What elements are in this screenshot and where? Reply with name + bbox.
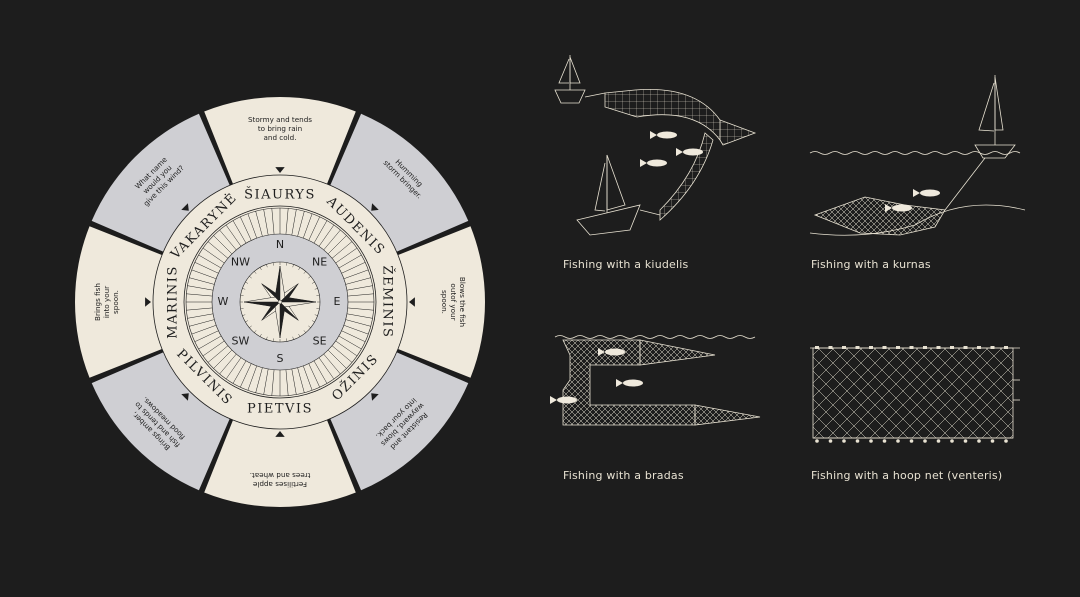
sector-marker <box>275 167 285 173</box>
compass-label: SW <box>231 335 249 348</box>
wind-sector <box>91 351 231 491</box>
wind-description-line: Blows the fish <box>458 277 467 327</box>
caption-kiudelis: Fishing with a kiudelis <box>563 258 689 271</box>
compass-label: SE <box>313 335 327 348</box>
sector-marker <box>145 297 151 307</box>
wind-name: ŽEMINIS <box>380 266 396 339</box>
sailboat-icon <box>554 55 586 104</box>
wind-sector <box>204 97 356 186</box>
wind-description-line: Stormy and tends <box>248 115 312 124</box>
kurnas-illustration <box>809 75 1026 236</box>
wind-sector <box>396 226 485 378</box>
wind-description-line: into your <box>102 286 111 318</box>
sector-marker <box>275 431 285 437</box>
sector-marker <box>181 393 189 401</box>
sector-marker <box>371 393 379 401</box>
wind-name: MARINIS <box>166 265 181 339</box>
sector-marker <box>371 203 379 211</box>
sector-marker <box>409 297 415 307</box>
wind-sector <box>329 113 469 253</box>
wind-description-line: Fertilises apple <box>252 480 307 489</box>
compass-rose <box>211 233 349 371</box>
wind-description-line: Brings fish <box>93 283 102 321</box>
sailboat-icon <box>576 154 641 236</box>
wind-description-line: outof your <box>449 283 458 320</box>
caption-bradas: Fishing with a bradas <box>563 469 684 482</box>
net-floats <box>815 346 1008 443</box>
compass-label: NW <box>231 255 250 268</box>
bradas-illustration <box>550 335 761 426</box>
compass-label: NE <box>312 255 327 268</box>
compass-label: E <box>334 295 341 308</box>
wind-name: PIETVIS <box>247 402 313 417</box>
wind-sector <box>91 113 231 253</box>
fish-icons <box>550 348 643 404</box>
sector-marker <box>181 203 189 211</box>
wind-sector <box>329 351 469 491</box>
caption-kurnas: Fishing with a kurnas <box>811 258 931 271</box>
compass-label: W <box>218 295 229 308</box>
compass-direction-labels: N NE E SE S SW W NW <box>218 238 341 365</box>
wind-description-line: spoon. <box>111 290 120 314</box>
wind-description-line: trees and wheat. <box>250 471 311 480</box>
caption-hoop-net: Fishing with a hoop net (venteris) <box>811 469 1003 482</box>
hoop-net-illustration <box>810 346 1020 443</box>
wind-description-line: and cold. <box>263 133 296 142</box>
wind-description-line: to bring rain <box>258 124 302 133</box>
wind-sector <box>204 418 356 507</box>
wind-sector <box>75 226 164 378</box>
compass-label: S <box>277 352 284 365</box>
fish-icons <box>885 189 940 212</box>
sailboat-icon <box>974 75 1016 159</box>
compass-label: N <box>276 238 284 251</box>
wind-name: ŠIAURYS <box>244 186 316 203</box>
wind-description-line: spoon. <box>440 290 449 314</box>
fish-icons <box>640 131 703 167</box>
kiudelis-illustration <box>554 55 757 236</box>
